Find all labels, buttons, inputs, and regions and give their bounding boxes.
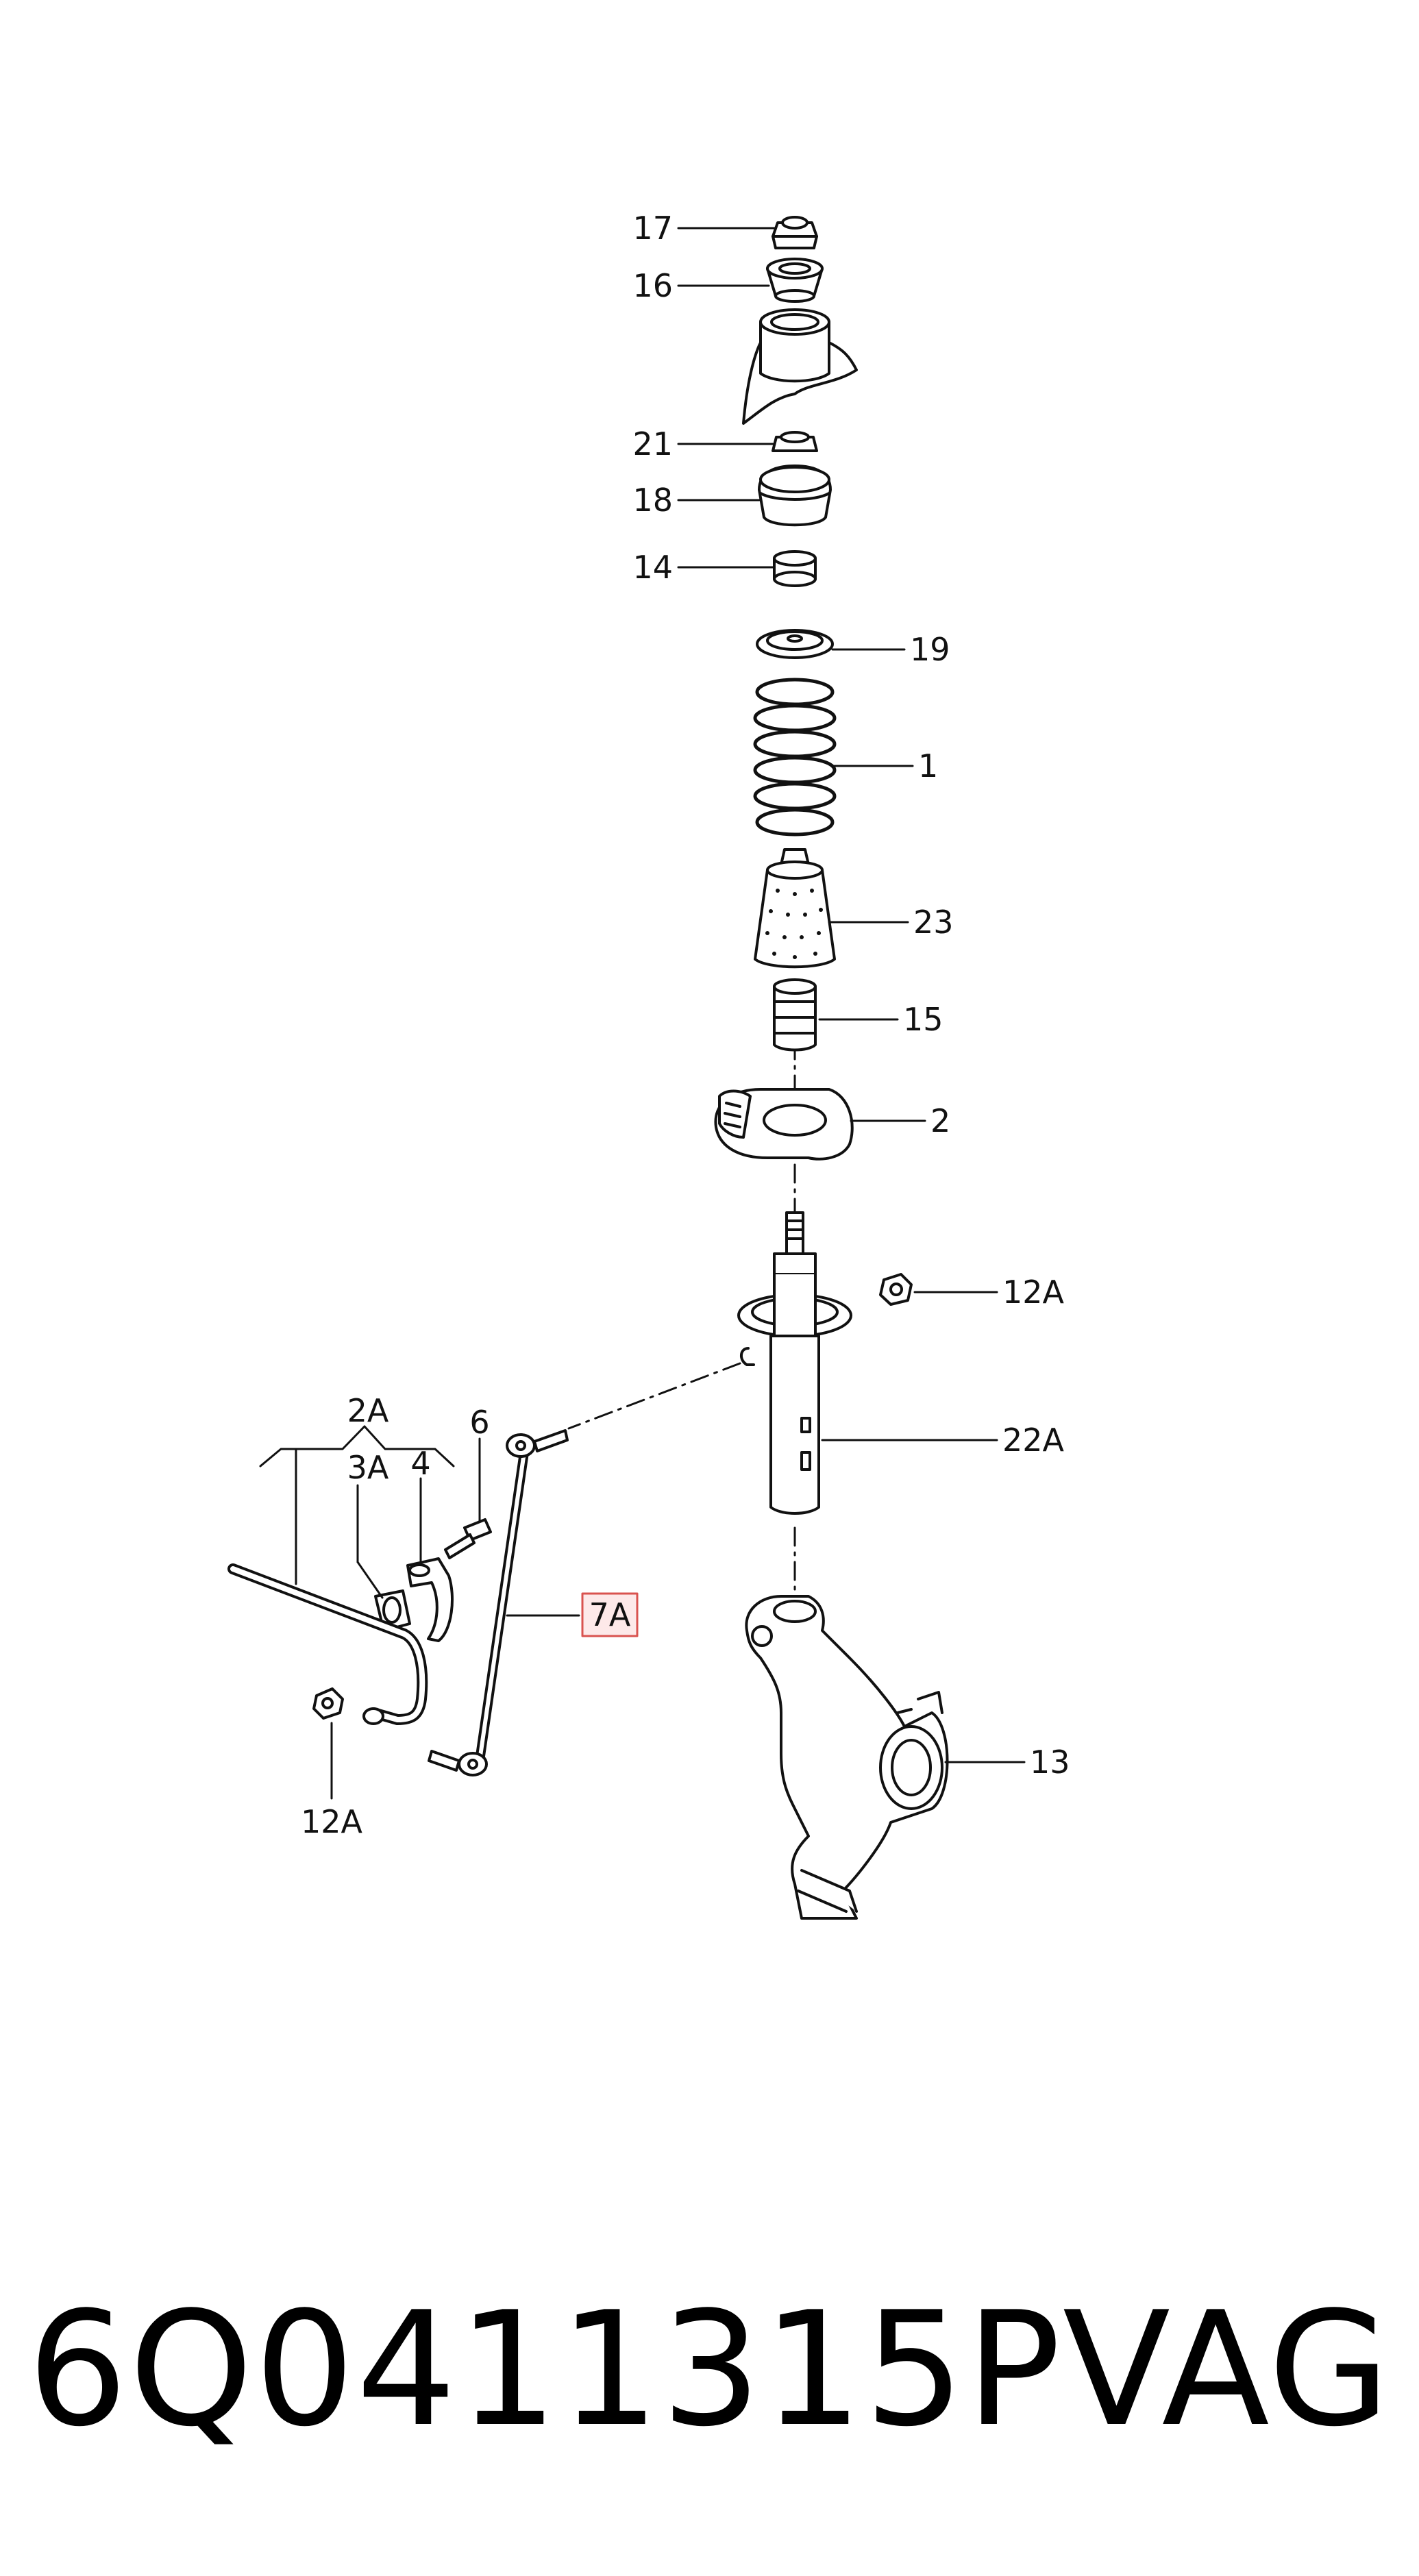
brand-name: VAG (1062, 2279, 1392, 2462)
part-12a-nut-left (312, 1687, 344, 1720)
part-15-bump-stop (773, 978, 817, 1052)
callout-17: 17 (632, 210, 673, 247)
part-13-knuckle (745, 1595, 949, 1920)
part-4-clamp (406, 1557, 454, 1642)
part-2a-stabilizer-bar (227, 1563, 428, 1725)
part-number: 6Q0411315P (27, 2279, 1063, 2462)
callout-12a-right: 12A (1002, 1274, 1065, 1311)
callout-2: 2 (930, 1102, 950, 1139)
callout-14: 14 (632, 549, 673, 586)
callout-6: 6 (469, 1404, 489, 1441)
part-17-nut (772, 216, 818, 249)
callout-13: 13 (1030, 1744, 1070, 1781)
callout-22a: 22A (1002, 1422, 1065, 1459)
part-21-nut (772, 431, 818, 452)
part-16-bushing (766, 258, 824, 303)
callout-3a: 3A (347, 1449, 389, 1486)
callout-12a-left: 12A (301, 1803, 363, 1840)
part-1-coil-spring (753, 678, 837, 837)
part-info: 6Q0411315P VAG (27, 2268, 1392, 2473)
leader-lines (259, 227, 1026, 1800)
callout-21: 21 (632, 425, 673, 462)
callout-16: 16 (632, 267, 673, 304)
callout-18: 18 (632, 482, 673, 519)
callout-19: 19 (910, 631, 950, 668)
part-18-strut-mount (758, 465, 832, 527)
part-22a-shock-absorber (737, 1211, 852, 1515)
part-12a-nut-right (879, 1273, 913, 1306)
body-mount (742, 308, 858, 425)
part-19-washer (756, 629, 834, 659)
callout-2a: 2A (347, 1392, 389, 1429)
part-14-spacer (773, 550, 817, 587)
callout-7a: 7A (589, 1596, 631, 1633)
part-6-bolt (444, 1518, 492, 1559)
callout-15: 15 (903, 1001, 943, 1038)
part-23-dust-boot (754, 848, 836, 969)
callout-1: 1 (918, 747, 938, 784)
callout-4: 4 (410, 1445, 430, 1482)
callout-23: 23 (913, 904, 954, 941)
part-7a-stabilizer-link (428, 1429, 569, 1776)
callout-7a-highlight (581, 1592, 639, 1637)
part-2-spring-seat (714, 1088, 854, 1161)
callout-labels: 17 16 21 18 14 19 1 23 15 2 12A 22A 2A 3… (301, 210, 1070, 1840)
